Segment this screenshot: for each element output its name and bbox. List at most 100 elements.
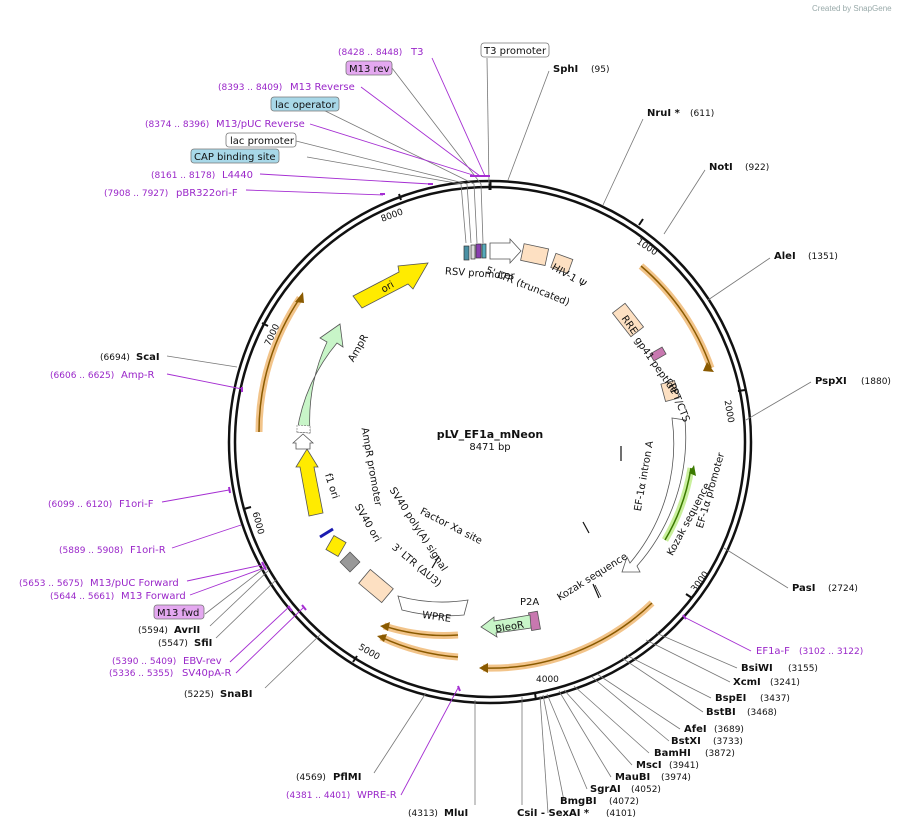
primer-range-sv40pa-r: (5336 .. 5355) (109, 669, 173, 679)
tick-6000 (243, 506, 252, 510)
leader-msci (563, 689, 633, 766)
leader-xcmi (645, 639, 731, 683)
leader-alei (707, 257, 771, 301)
leader-wpre-r (400, 687, 459, 796)
leader-bstxi (591, 676, 670, 742)
enzyme-name-sfii: SfiI (194, 638, 212, 649)
leader-bmgbi (542, 694, 565, 802)
leader-lines-gray (166, 57, 812, 814)
feature-arc-orange-4-arrow (380, 622, 390, 631)
enzyme-pos-avrii: (5594) (138, 626, 168, 636)
feature-kozak-mark-2 (594, 584, 602, 598)
enzyme-pos-sfii: (5547) (158, 639, 188, 649)
feature-cppt (660, 380, 680, 402)
leader-pasi (723, 547, 789, 589)
label-p2a: P2A (520, 597, 539, 608)
leader-f1ori-f (161, 489, 230, 503)
box-cap-site (190, 148, 280, 164)
feature-arc-orange-5-arrow (377, 634, 387, 642)
tick-label-4000: 4000 (536, 675, 559, 685)
enzyme-name-bstbi: BstBI (706, 707, 736, 718)
boxed-labels: T3 promoter M13 rev lac operator lac pro… (153, 42, 550, 620)
label-kozak-2: Kozak sequence (555, 551, 629, 603)
primer-range-m13-reverse: (8393 .. 8409) (218, 83, 282, 93)
enzyme-pos-sgrai: (4052) (631, 785, 661, 795)
enzyme-pos-nrui: (611) (690, 109, 714, 119)
tick-3000 (685, 593, 693, 599)
feature-factorxa-mark (431, 555, 440, 569)
primer-range-wpre-r: (4381 .. 4401) (286, 791, 350, 801)
leader-sphi (507, 70, 550, 181)
enzyme-pos-pflmi: (4569) (296, 773, 326, 783)
leader-t3 (431, 57, 486, 177)
primer-range-ef1a-f: (3102 .. 3122) (799, 647, 863, 657)
primer-range-ebv-rev: (5390 .. 5409) (112, 657, 176, 667)
enzyme-pos-scai: (6694) (100, 353, 130, 363)
leader-m13puc-reverse (309, 123, 477, 177)
plasmid-length: 8471 bp (469, 442, 510, 453)
leader-lac-promoter (295, 140, 472, 244)
enzyme-name-snabi: SnaBI (220, 689, 252, 700)
primer-labels: (8428 .. 8448) T3 (8393 .. 8409) M13 Rev… (19, 47, 863, 801)
primer-stub-ebv (287, 605, 293, 612)
feature-sv40-polya (339, 551, 361, 573)
leader-sfii (215, 578, 278, 639)
primer-name-f1ori-r: F1ori-R (130, 545, 166, 556)
tick-label-5000: 5000 (356, 643, 381, 663)
primer-stubs (228, 175, 687, 692)
feature-rre (611, 302, 645, 338)
primer-name-ef1a-f: EF1a-F (756, 646, 790, 657)
box-label-m13-fwd: M13 fwd (157, 608, 199, 619)
enzyme-name-bmgbi: BmgBI (560, 796, 597, 807)
enzyme-name-afei: AfeI (684, 724, 707, 735)
feature-ef1a-promoter (621, 417, 687, 573)
enzyme-name-sphi: SphI (553, 64, 578, 75)
enzyme-name-maubi: MauBI (615, 772, 650, 783)
feature-5-ltr (520, 243, 550, 267)
feature-arc-green-arrow (689, 465, 696, 476)
feature-ampr (296, 323, 344, 434)
primer-name-pbr322ori: pBR322ori-F (176, 188, 238, 199)
enzyme-name-pasi: PasI (792, 583, 815, 594)
enzyme-name-pflmi: PflMI (333, 772, 361, 783)
box-m13-rev (345, 60, 393, 76)
box-label-lac-operator: lac operator (275, 100, 336, 111)
primer-stub-sv40pa (301, 604, 307, 611)
feature-t3-promoter (481, 243, 487, 259)
feature-gp41 (649, 346, 667, 362)
leader-bsiwi (655, 632, 738, 669)
enzyme-pos-noti: (922) (745, 163, 769, 173)
leader-m13fwd (204, 565, 268, 615)
tick-2000 (737, 389, 746, 392)
label-ampr-promoter: AmpR promoter (359, 427, 384, 508)
leader-nrui (602, 118, 644, 206)
enzyme-name-bstxi: BstXI (671, 736, 701, 747)
primer-range-l4440: (8161 .. 8178) (151, 171, 215, 181)
primer-name-m13-forward: M13 Forward (121, 591, 186, 602)
feature-arc-green-core (664, 467, 692, 541)
primer-stub-f1f (228, 486, 231, 494)
leader-pspxi (745, 381, 812, 421)
tick-5000 (352, 655, 358, 663)
box-t3-promoter (480, 42, 550, 58)
tick-1000 (638, 218, 644, 226)
feature-intron-end-mark (582, 521, 590, 534)
leader-l4440 (259, 173, 431, 185)
leader-sgrai (546, 693, 588, 790)
primer-name-wpre-r: WPRE-R (357, 790, 397, 801)
leader-ef1a-f (683, 616, 752, 652)
tick-7000 (261, 322, 269, 327)
feature-ampr-end (296, 424, 311, 434)
leader-scai (166, 355, 238, 368)
leader-m13-forward (189, 567, 265, 596)
box-label-lac-promoter: lac promoter (230, 136, 295, 147)
enzyme-name-pspxi: PspXI (815, 376, 847, 387)
enzyme-labels-left: (4313) MluI (4569) PflMI (5225) SnaBI (5… (100, 352, 468, 819)
primer-stub-ef1a (682, 614, 687, 620)
enzyme-pos-xcmi: (3241) (770, 678, 800, 688)
primer-name-f1ori-f: F1ori-F (119, 499, 154, 510)
enzyme-name-noti: NotI (709, 162, 733, 173)
primer-name-sv40pa-r: SV40pA-R (182, 668, 231, 679)
leader-pflmi (373, 692, 427, 774)
